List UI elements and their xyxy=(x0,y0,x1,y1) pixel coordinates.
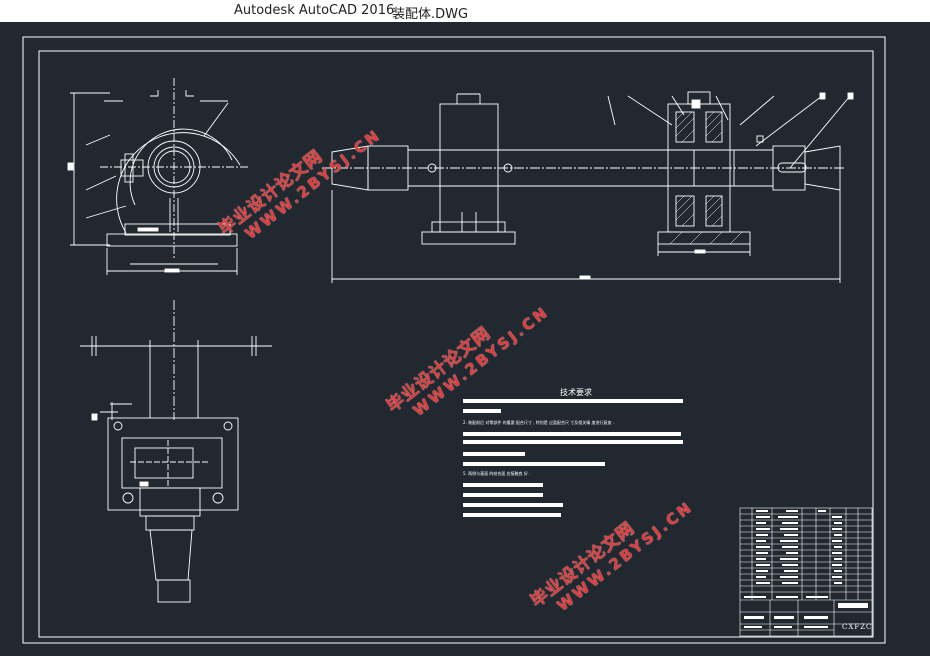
side-view xyxy=(67,78,250,275)
inner-frame xyxy=(38,50,874,638)
drawing-svg[interactable] xyxy=(0,22,930,656)
drawing-code: CXFZC xyxy=(842,623,873,631)
tech-requirements-title: 技术要求 xyxy=(560,388,592,397)
title-bar: Autodesk AutoCAD 2016 装配体.DWG xyxy=(0,0,930,22)
note-2: 2. 装配前后 对零部件 的重要 配合尺寸 , 特别是 过盈配合尺 寸及相关精 … xyxy=(463,420,615,425)
tech-requirements-lines xyxy=(463,399,683,517)
note-5: 5. 两侧与基面 的结合面 应接触良 好 . xyxy=(463,471,531,476)
drawing-canvas[interactable]: 技术要求 2. 装配前后 对零部件 的重要 配合尺寸 , 特别是 过盈配合尺 寸… xyxy=(0,22,930,656)
hatching xyxy=(669,111,743,245)
file-name: 装配体.DWG xyxy=(392,7,469,22)
outer-frame xyxy=(22,36,886,644)
front-view xyxy=(322,91,854,283)
app-title: Autodesk AutoCAD 2016 xyxy=(234,3,395,18)
top-view xyxy=(80,300,272,603)
title-block xyxy=(739,507,873,637)
title-block-text-marks xyxy=(744,510,868,628)
